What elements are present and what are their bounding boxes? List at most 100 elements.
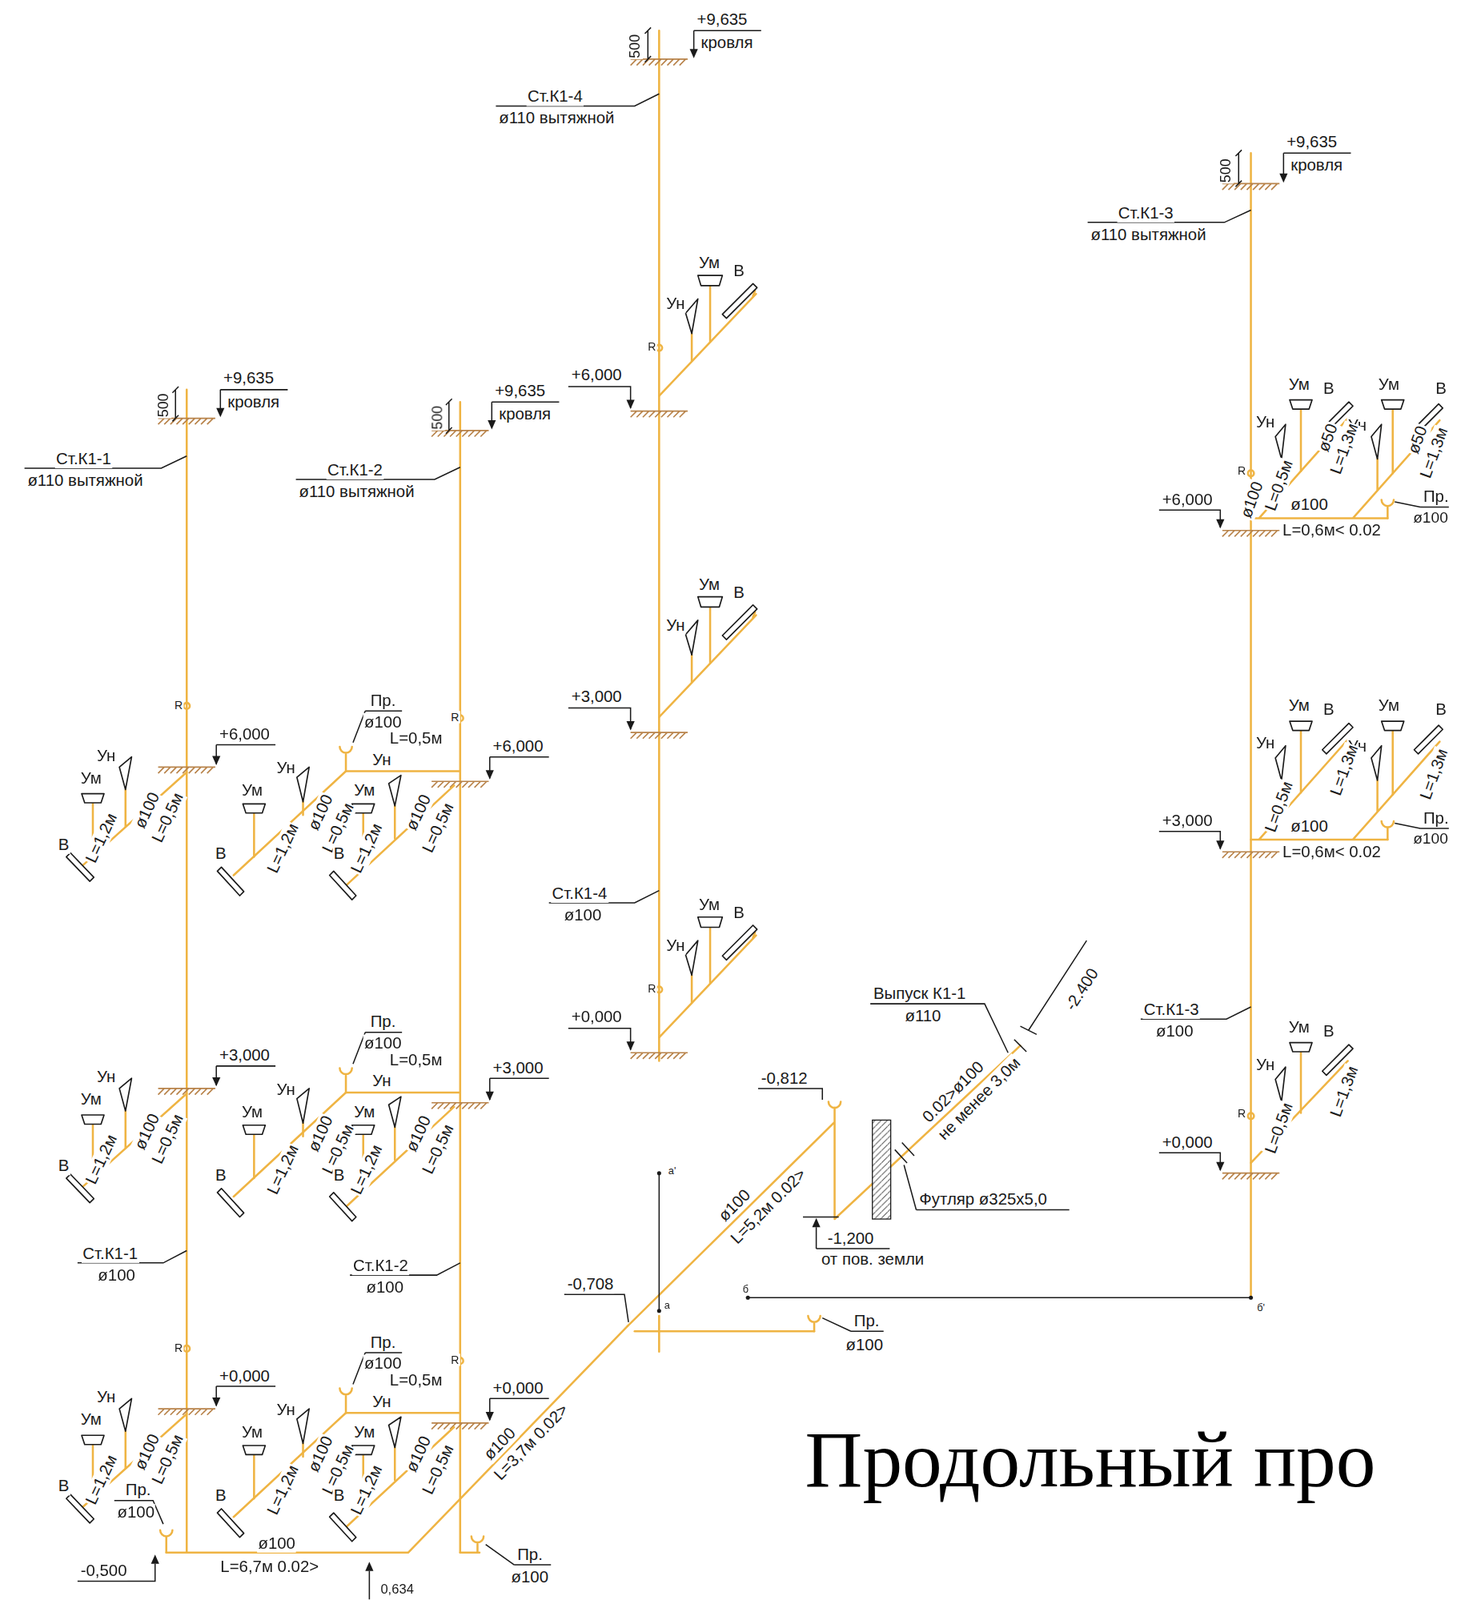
drawing-label: Ун — [371, 1392, 393, 1411]
drawing-label: +0,000 — [218, 1367, 271, 1385]
section-break-lines — [657, 1171, 1253, 1313]
drawing-label: Футляр ø325х5,0 — [918, 1190, 1048, 1209]
drawing-label: Пр. — [369, 1333, 397, 1352]
drawing-label: Пр. — [124, 1481, 152, 1500]
drawing-label: +9,635 — [695, 10, 748, 29]
drawing-label: В — [1322, 379, 1336, 398]
drawing-label: б' — [1256, 1301, 1266, 1313]
drawing-label: ø100 — [1155, 1022, 1195, 1040]
drawing-label: ø100 — [1289, 495, 1329, 514]
drawing-label: Ун — [96, 1067, 117, 1086]
drawing-label: +6,000 — [569, 366, 623, 385]
drawing-label: Ун — [275, 1400, 297, 1419]
drawing-label: Пр. — [369, 1013, 397, 1032]
drawing-label: 500 — [1218, 157, 1235, 184]
drawing-label: В — [732, 262, 746, 281]
drawing-label: ø100 — [363, 1355, 403, 1373]
drawing-label: Пр. — [1422, 487, 1450, 506]
drawing-label: Ст.К1-4 — [526, 88, 584, 106]
drawing-label: -0,812 — [760, 1069, 809, 1088]
drawing-label: +0,000 — [1160, 1133, 1213, 1152]
drawing-label: L=1,2м — [81, 1451, 121, 1509]
drawing-label: ø100 — [1289, 817, 1329, 835]
drawing-label: Ст.К1-1 — [81, 1244, 139, 1263]
drawing-label: Пр. — [369, 691, 397, 710]
drawing-label: 500 — [627, 33, 644, 60]
drawing-label: Ум — [353, 1423, 377, 1441]
drawing-label: кровля — [1289, 156, 1344, 174]
drawing-label: L=0,5м — [389, 1051, 444, 1069]
outlet-and-wall — [802, 940, 1087, 1249]
drawing-label: 500 — [429, 405, 446, 431]
drawing-label: Ум — [240, 1103, 265, 1121]
drawing-label: -2.400 — [1060, 964, 1103, 1016]
drawing-label: R — [449, 710, 461, 723]
drawing-label: +9,635 — [1285, 132, 1338, 151]
drawing-label: В — [1322, 701, 1336, 719]
drawing-label: а — [662, 1300, 671, 1312]
drawing-label: L=1,2м — [346, 1141, 386, 1199]
drawing-label: -0,500 — [79, 1561, 128, 1580]
drawing-label: В — [1434, 701, 1448, 719]
drawing-label: Ун — [1255, 413, 1277, 431]
drawing-label: ø100 — [256, 1534, 297, 1553]
drawing-label: L=1,3м — [1326, 1063, 1362, 1121]
drawing-label: Ун — [371, 1072, 393, 1091]
drawing-label: Ум — [698, 253, 722, 272]
drawing-label: -0,708 — [565, 1275, 615, 1293]
drawing-label: ø100 — [1412, 830, 1449, 847]
drawing-label: В — [332, 1486, 346, 1505]
drawing-label: кровля — [699, 33, 754, 52]
drawing-label: +6,000 — [1160, 490, 1213, 509]
drawing-label: Ст.К1-2 — [352, 1256, 410, 1275]
drawing-label: Ун — [275, 1080, 297, 1099]
drawing-label: Ум — [1377, 375, 1401, 394]
drawing-label: ø100 — [116, 1504, 156, 1522]
drawing-label: Ун — [665, 616, 687, 635]
drawing-label: В — [214, 1166, 228, 1185]
drawing-label: Выпуск К1-1 — [872, 984, 968, 1003]
drawing-label: Ст.К1-2 — [326, 461, 384, 479]
riser-leaders — [24, 93, 1252, 1276]
drawing-label: ø100 — [509, 1568, 550, 1586]
drawing-label: L=1,2м — [263, 1141, 303, 1199]
drawing-label: Ун — [96, 1388, 117, 1407]
drawing-label: L=1,3м — [1416, 745, 1452, 803]
drawing-label: ø100 — [365, 1278, 405, 1297]
drawing-label: L=1,2м — [263, 1461, 303, 1519]
drawing-label: Пр. — [516, 1545, 544, 1564]
drawing-label: +0,000 — [569, 1007, 623, 1026]
drawing-label: В — [332, 1166, 346, 1185]
drawing-label: ø110 вытяжной — [297, 482, 416, 501]
drawing-label: Ст.К1-3 — [1142, 1000, 1200, 1019]
drawing-label: Ун — [1255, 1055, 1277, 1074]
collector-pipes — [77, 1045, 1021, 1600]
roof-marks — [158, 27, 1352, 437]
drawing-label: Ст.К1-4 — [550, 884, 608, 903]
revision-circles — [183, 345, 1254, 1365]
drawing-label: R — [1236, 464, 1248, 477]
drawing-label: R — [646, 341, 658, 354]
drawing-label: L=0,5м — [1260, 1099, 1297, 1158]
drawing-label: ø100 — [1236, 478, 1268, 522]
drawing-label: Ум — [353, 781, 377, 799]
drawing-label: Ум — [1377, 696, 1401, 715]
drawing-label: В — [214, 1486, 228, 1505]
drawing-label: ø110 вытяжной — [497, 108, 616, 127]
drawing-label: R — [173, 1341, 185, 1354]
drawing-label: Ум — [240, 781, 265, 799]
drawing-label: Ум — [353, 1103, 377, 1121]
drawing-label: +3,000 — [491, 1059, 544, 1077]
drawing-label: L=1,2м — [81, 809, 121, 867]
drawing-label: L=1,3м — [1326, 741, 1362, 799]
drawing-label: кровля — [497, 405, 552, 423]
drawing-label: Ум — [79, 1090, 103, 1108]
drawing-label: В — [56, 1156, 70, 1175]
drawing-label: L=6,7м 0.02> — [219, 1557, 320, 1576]
drawing-label: R — [1236, 1107, 1248, 1120]
drawing-label: Ум — [1287, 375, 1311, 394]
drawing-label: L=1,2м — [81, 1131, 121, 1189]
drawing-label: В — [1434, 379, 1448, 398]
drawing-label: Ум — [698, 895, 722, 914]
